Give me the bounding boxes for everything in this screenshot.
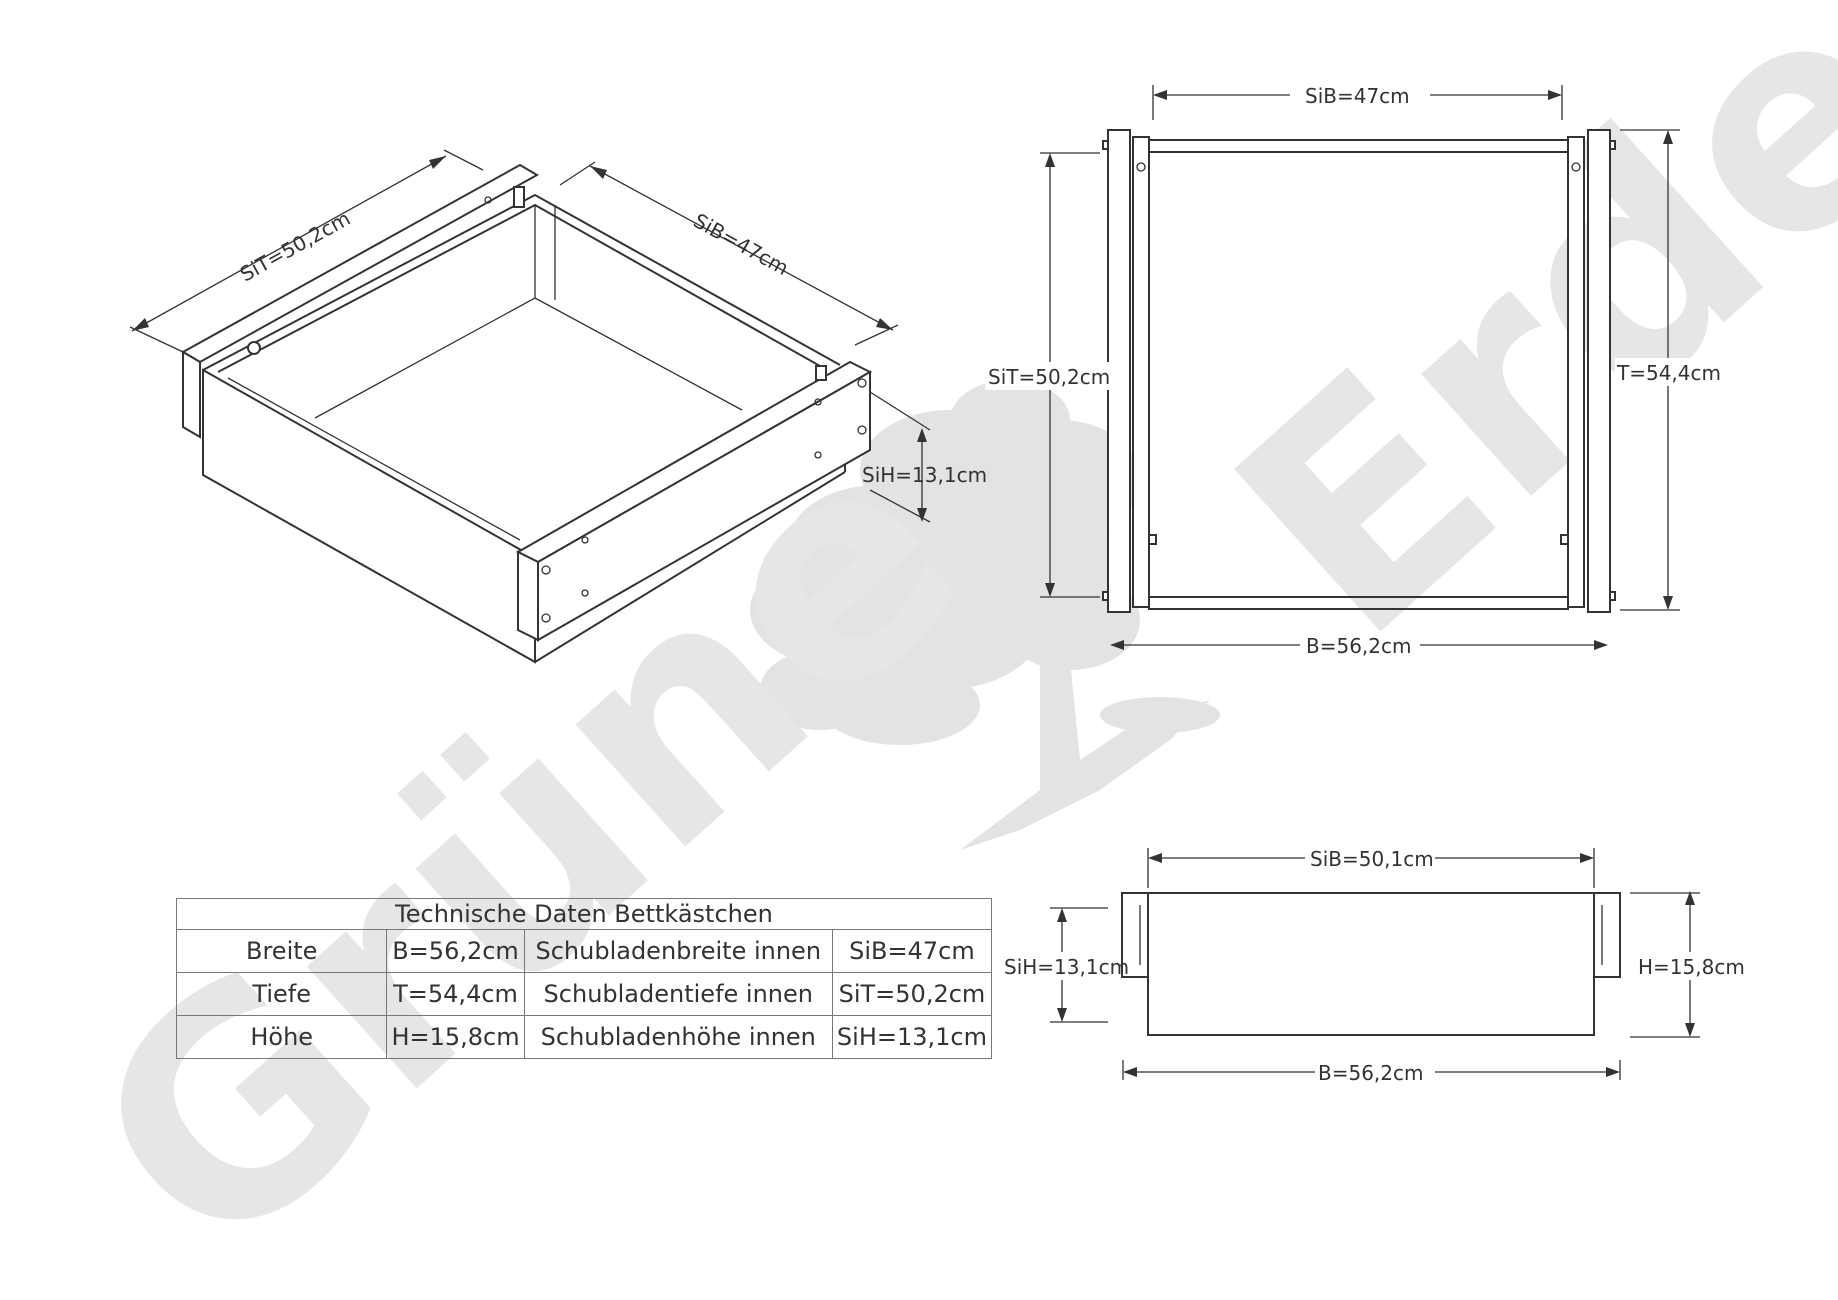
table-title: Technische Daten Bettkästchen (176, 898, 992, 930)
table-cell: Höhe (175, 1015, 388, 1059)
table-cell: Schubladentiefe innen (523, 972, 833, 1016)
table-row: Höhe H=15,8cm Schubladenhöhe innen SiH=1… (175, 1015, 993, 1059)
table-row: Breite B=56,2cm Schubladenbreite innen S… (175, 929, 993, 973)
table-cell: T=54,4cm (386, 972, 525, 1016)
spec-table: Technische Daten Bettkästchen Breite B=5… (175, 898, 993, 1059)
iso-sih-label: SiH=13,1cm (862, 463, 987, 487)
table-cell: SiT=50,2cm (831, 972, 993, 1016)
watermark: Grüne Erde (29, 0, 1838, 1300)
front-b-label: B=56,2cm (1318, 1061, 1424, 1085)
table-row: Tiefe T=54,4cm Schubladentiefe innen SiT… (175, 972, 993, 1016)
table-cell: Schubladenhöhe innen (523, 1015, 833, 1059)
table-cell: Tiefe (175, 972, 388, 1016)
top-b-label: B=56,2cm (1306, 634, 1412, 658)
watermark-word-1: Grüne (29, 378, 1024, 1300)
top-sib-label: SiB=47cm (1305, 84, 1410, 108)
front-sih-label: SiH=13,1cm (1004, 955, 1129, 979)
table-cell: SiB=47cm (831, 929, 993, 973)
front-sib-label: SiB=50,1cm (1310, 847, 1434, 871)
table-cell: Breite (175, 929, 388, 973)
front-h-label: H=15,8cm (1638, 955, 1745, 979)
top-t-label: T=54,4cm (1616, 361, 1721, 385)
table-cell: Schubladenbreite innen (523, 929, 833, 973)
top-sit-label: SiT=50,2cm (988, 365, 1110, 389)
drawer-front (202, 368, 536, 664)
table-cell: B=56,2cm (386, 929, 525, 973)
top-view: SiB=47cm SiT=50,2cm T=54,4cm B=56,2cm (985, 80, 1721, 659)
table-cell: H=15,8cm (386, 1015, 525, 1059)
table-cell: SiH=13,1cm (831, 1015, 993, 1059)
iso-sib-label: SiB=47cm (690, 208, 793, 280)
isometric-view: SiT=50,2cm SiB=47cm SiH=13,1cm (129, 149, 987, 664)
front-view: SiB=50,1cm SiH=13,1cm H=15,8cm B=56,2cm (1002, 844, 1746, 1086)
